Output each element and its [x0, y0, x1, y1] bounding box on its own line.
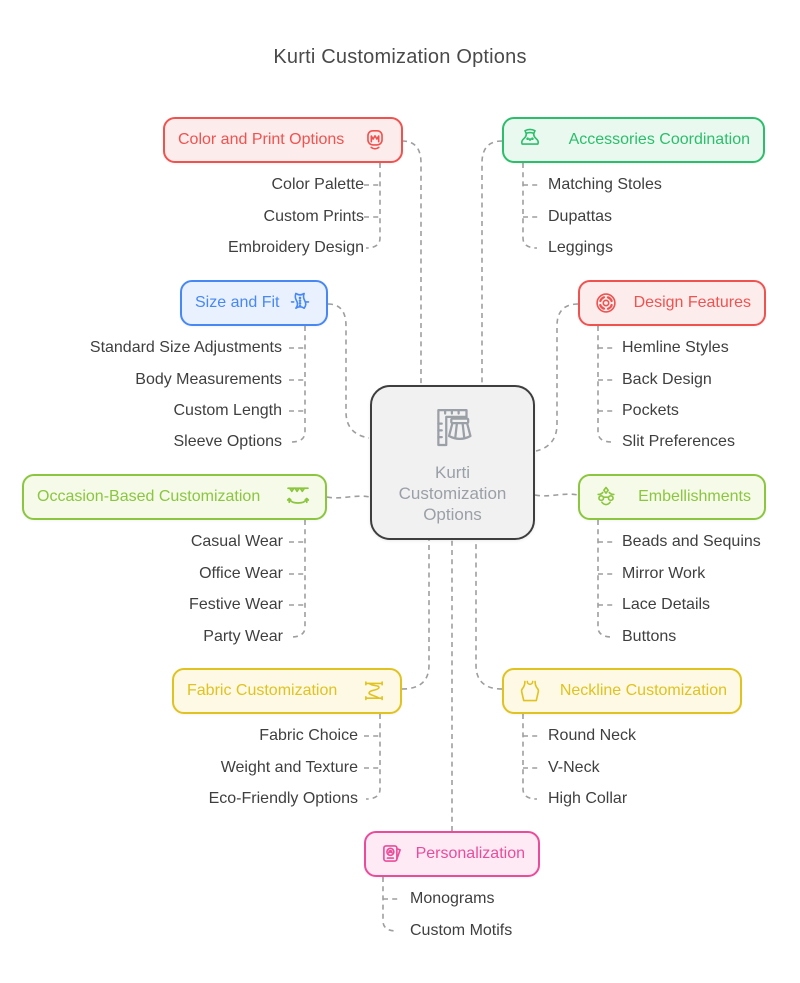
central-node-label: Kurti Customization Options — [398, 462, 507, 525]
node-label: Occasion-Based Customization — [37, 488, 261, 505]
ruler-skirt-icon — [436, 408, 472, 446]
item-custom-length: Custom Length — [173, 402, 282, 419]
connector-center-fabric — [401, 540, 430, 690]
page-title: Kurti Customization Options — [273, 46, 527, 68]
item-slit-preferences: Slit Preferences — [622, 433, 735, 450]
connector-items-accessories — [522, 163, 539, 249]
item-weight-and-texture: Weight and Texture — [220, 759, 358, 776]
item-mirror-work: Mirror Work — [622, 565, 706, 582]
item-festive-wear: Festive Wear — [189, 596, 283, 613]
node-label: Accessories Coordination — [568, 131, 750, 148]
connector-items-occasion — [289, 520, 306, 638]
item-monograms: Monograms — [410, 890, 495, 907]
node-size-and-fit: Size and Fit — [180, 280, 328, 326]
item-custom-motifs: Custom Motifs — [410, 922, 513, 939]
node-personalization: Personalization — [364, 831, 540, 877]
item-v-neck: V-Neck — [548, 759, 600, 776]
node-label: Size and Fit — [195, 294, 280, 311]
item-color-palette: Color Palette — [271, 176, 365, 193]
connector-center-occasion — [326, 495, 371, 499]
connector-items-embellishments — [597, 520, 614, 638]
item-standard-size-adjustments: Standard Size Adjustments — [89, 339, 282, 356]
connector-center-embellishments — [534, 493, 579, 497]
item-casual-wear: Casual Wear — [190, 533, 283, 550]
tank-top-icon — [520, 680, 540, 702]
node-neckline-customization: Neckline Customization — [502, 668, 742, 714]
connector-items-personalization — [382, 877, 399, 932]
item-matching-stoles: Matching Stoles — [548, 176, 662, 193]
ornament-icon — [597, 486, 615, 506]
node-occasion-based-customization: Occasion-Based Customization — [22, 474, 327, 520]
node-label: Fabric Customization — [187, 682, 338, 699]
connector-center-neckline — [475, 540, 503, 690]
paint-stamp-icon — [367, 129, 383, 150]
node-embellishments: Embellishments — [578, 474, 766, 520]
node-design-features: Design Features — [578, 280, 766, 326]
item-leggings: Leggings — [548, 239, 613, 256]
mandala-icon — [596, 293, 616, 313]
item-pockets: Pockets — [622, 402, 679, 419]
item-buttons: Buttons — [622, 628, 677, 645]
item-round-neck: Round Neck — [548, 727, 637, 744]
connector-center-color-print — [401, 140, 422, 385]
item-lace-details: Lace Details — [622, 596, 711, 613]
node-label: Color and Print Options — [178, 131, 345, 148]
connector-items-fabric — [364, 714, 381, 800]
necklace-icon — [520, 128, 540, 145]
photo-card-icon — [383, 845, 401, 862]
item-embroidery-design: Embroidery Design — [227, 239, 364, 256]
node-label: Design Features — [633, 294, 751, 311]
central-node: Kurti Customization Options — [370, 385, 535, 540]
bunting-icon — [286, 487, 310, 504]
node-fabric-customization: Fabric Customization — [172, 668, 402, 714]
item-eco-friendly-options: Eco-Friendly Options — [208, 790, 358, 807]
connector-items-neckline — [522, 714, 539, 800]
item-office-wear: Office Wear — [199, 565, 283, 582]
item-body-measurements: Body Measurements — [135, 371, 282, 388]
connector-items-size-fit — [289, 326, 306, 443]
node-color-and-print-options: Color and Print Options — [163, 117, 403, 163]
connector-items-design-features — [597, 326, 614, 443]
connector-center-accessories — [481, 140, 503, 385]
corset-icon — [291, 292, 310, 310]
connector-center-design-features — [535, 303, 579, 452]
item-back-design: Back Design — [622, 371, 712, 388]
item-fabric-choice: Fabric Choice — [259, 727, 358, 744]
item-hemline-styles: Hemline Styles — [622, 339, 729, 356]
node-label: Personalization — [415, 845, 525, 862]
item-high-collar: High Collar — [548, 790, 628, 807]
node-accessories-coordination: Accessories Coordination — [502, 117, 765, 163]
item-party-wear: Party Wear — [203, 628, 283, 645]
node-label: Neckline Customization — [559, 682, 727, 699]
fabric-drape-icon — [365, 681, 383, 701]
connector-items-color-print — [364, 163, 381, 249]
item-dupattas: Dupattas — [548, 208, 613, 225]
item-custom-prints: Custom Prints — [263, 208, 364, 225]
node-label: Embellishments — [638, 488, 751, 505]
item-sleeve-options: Sleeve Options — [173, 433, 282, 450]
item-beads-and-sequins: Beads and Sequins — [622, 533, 761, 550]
connector-center-size-fit — [327, 303, 370, 439]
